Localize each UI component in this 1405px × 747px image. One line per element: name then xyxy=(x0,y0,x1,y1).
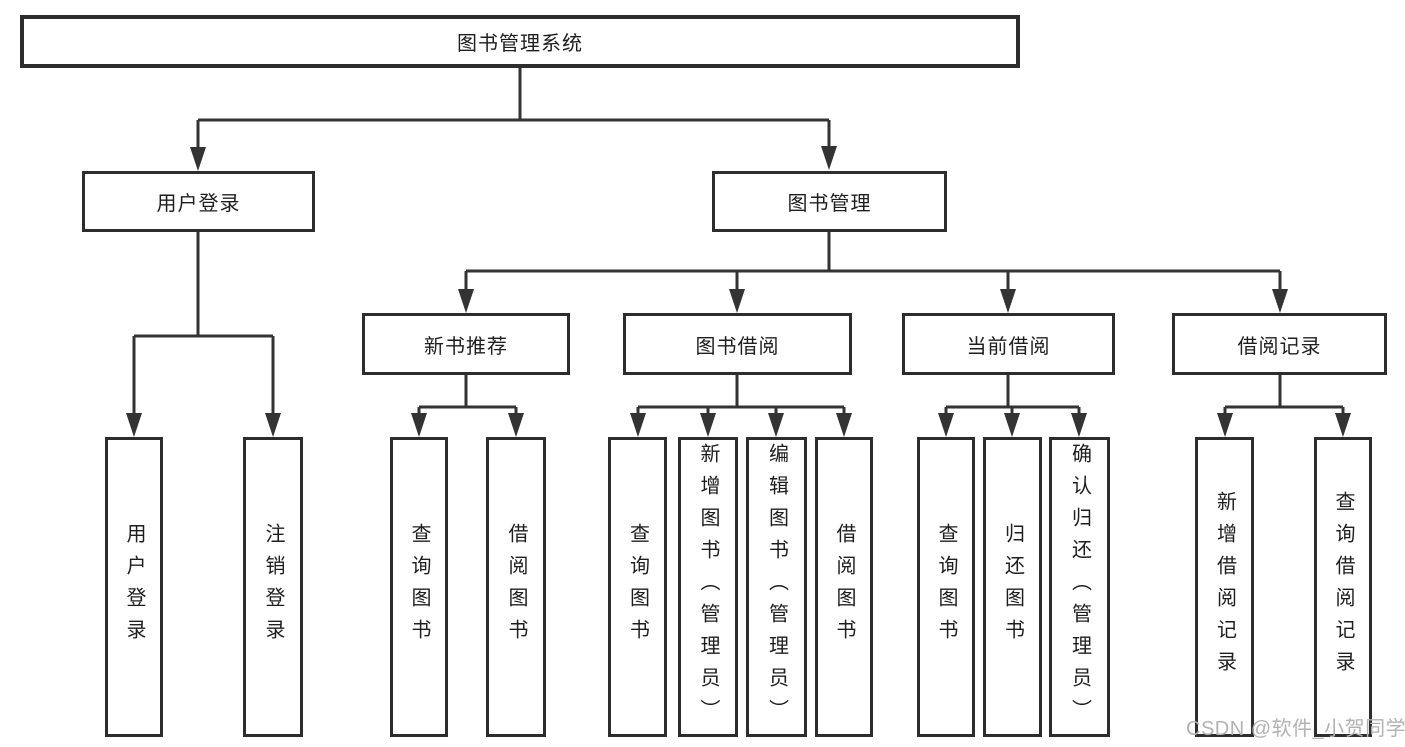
leaf-query-books-2: 查询图书 xyxy=(608,437,667,737)
leaf-query-books-3: 查询图书 xyxy=(917,437,975,737)
arrowheads xyxy=(126,146,1351,437)
leaf-user-login: 用户登录 xyxy=(105,437,163,737)
node-current-borrowing: 当前借阅 xyxy=(902,313,1115,375)
watermark: CSDN @软件_小贺同学 xyxy=(1186,718,1405,740)
node-book-management: 图书管理 xyxy=(712,171,947,232)
leaf-return-books: 归还图书 xyxy=(983,437,1042,737)
leaf-add-book-admin: 新增图书（管理员） xyxy=(678,437,738,737)
node-user-login: 用户登录 xyxy=(82,171,315,232)
leaf-borrow-books-2: 借阅图书 xyxy=(815,437,873,737)
leaf-confirm-return-admin: 确认归还（管理员） xyxy=(1049,437,1110,737)
node-book-borrowing: 图书借阅 xyxy=(623,313,852,375)
node-borrowing-records: 借阅记录 xyxy=(1172,313,1387,375)
leaf-query-borrow-record: 查询借阅记录 xyxy=(1314,437,1372,737)
leaf-logout: 注销登录 xyxy=(243,437,303,737)
leaf-edit-book-admin: 编辑图书（管理员） xyxy=(746,437,807,737)
leaf-add-borrow-record: 新增借阅记录 xyxy=(1195,437,1254,737)
leaf-query-books-1: 查询图书 xyxy=(390,437,448,737)
node-root: 图书管理系统 xyxy=(20,15,1020,68)
leaf-borrow-books-1: 借阅图书 xyxy=(486,437,546,737)
node-new-book-recommend: 新书推荐 xyxy=(362,313,570,375)
